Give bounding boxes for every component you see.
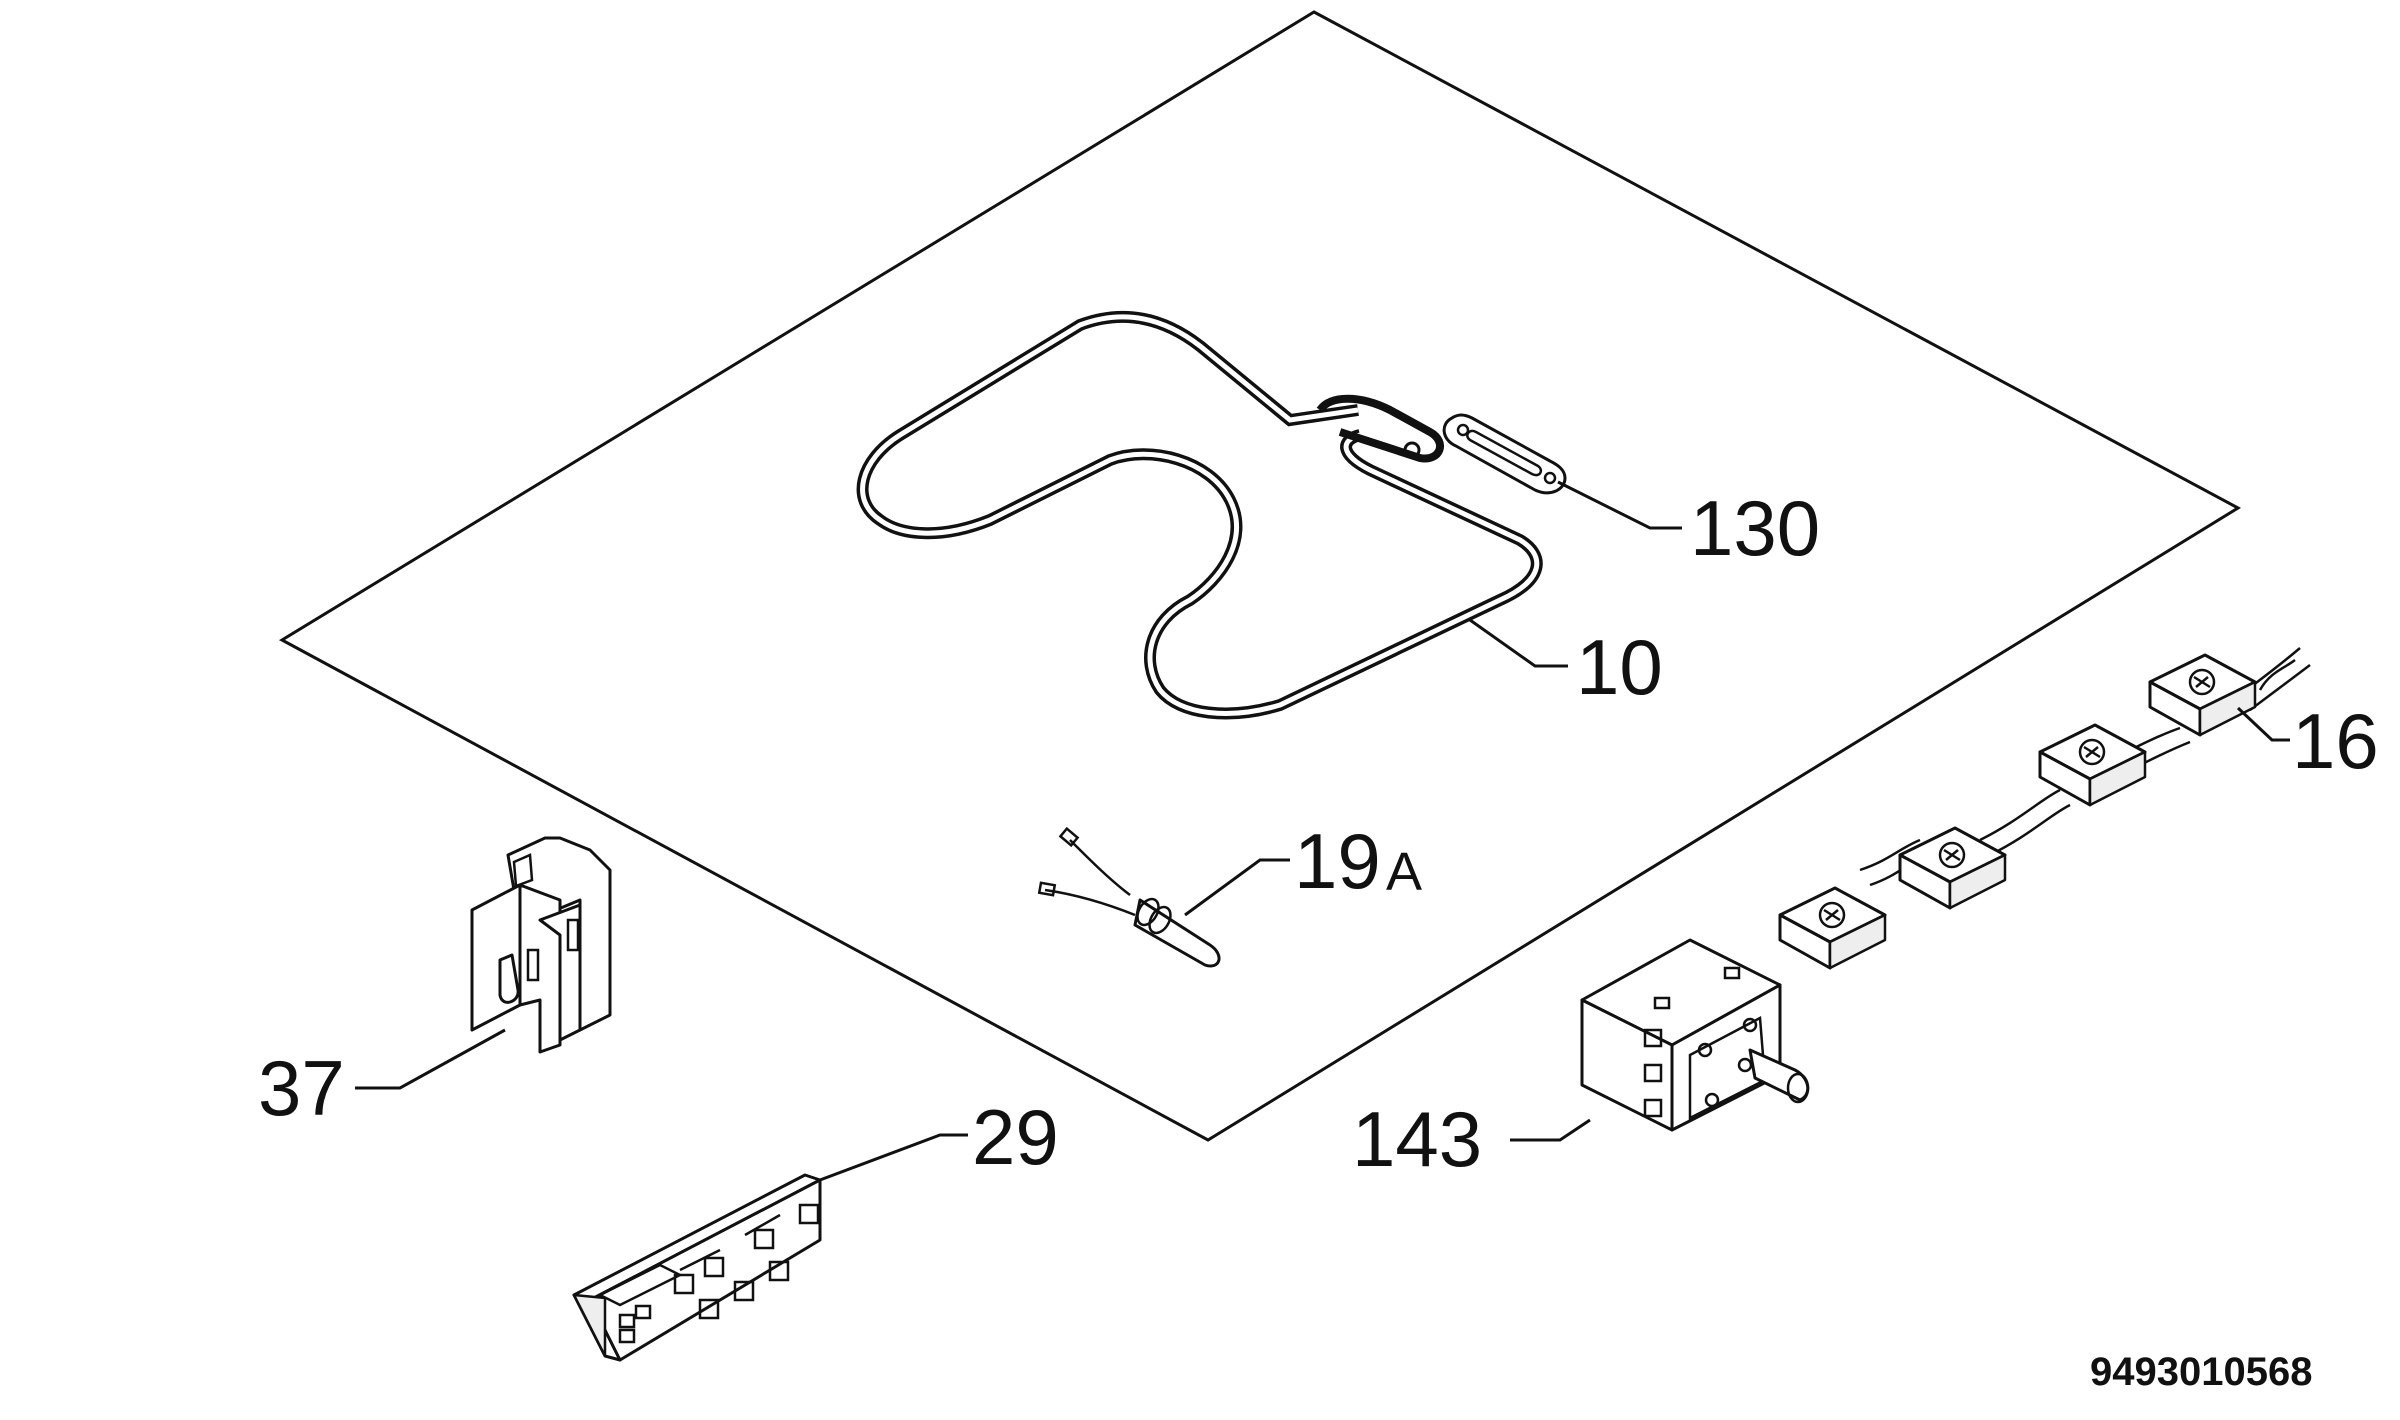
- selector-switch: [1580, 938, 1810, 1132]
- terminal-block-strip: [1778, 647, 2311, 970]
- leader-130: [1557, 480, 1682, 530]
- drawing-code: 9493010568: [2090, 1350, 2312, 1394]
- leader-19A: [1184, 858, 1290, 917]
- element-gasket: [1442, 413, 1567, 495]
- leader-10: [1469, 618, 1568, 668]
- door-switch-bracket: [470, 836, 612, 1054]
- temperature-probe: [1037, 826, 1221, 968]
- callout-37: 37: [258, 1044, 345, 1132]
- callout-16: 16: [2292, 697, 2379, 785]
- callout-143: 143: [1352, 1095, 1482, 1183]
- heating-element: [856, 310, 1543, 720]
- callout-19A: 19: [1294, 817, 1381, 905]
- leader-143: [1525, 1118, 1591, 1142]
- callout-19A-suffix: A: [1386, 842, 1422, 902]
- leader-29: [819, 1133, 968, 1182]
- leader-lines: [355, 480, 2290, 1182]
- oven-bottom-plate: [278, 10, 2242, 1142]
- callout-29: 29: [972, 1093, 1059, 1181]
- callout-130: 130: [1690, 484, 1820, 572]
- leader-16: [2236, 706, 2290, 742]
- ignition-generator: [572, 1173, 822, 1362]
- leader-37: [355, 1028, 506, 1090]
- callout-10: 10: [1576, 623, 1663, 711]
